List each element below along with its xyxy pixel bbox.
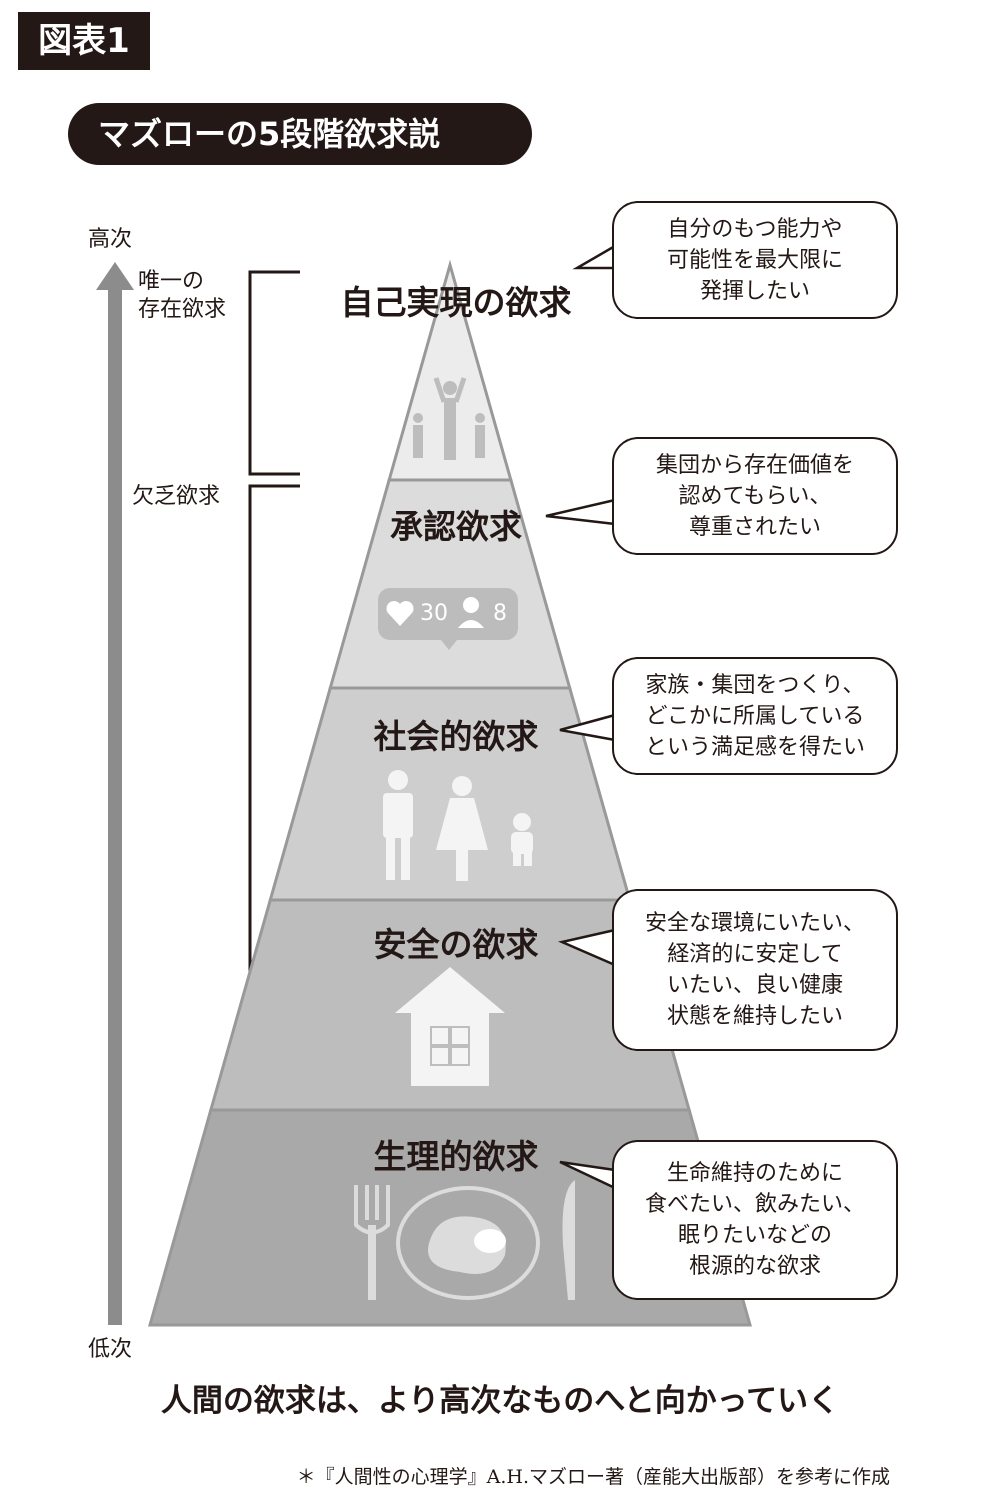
description-bubble-physiological: 生命維持のために 食べたい、飲みたい、 眠りたいなどの 根源的な欲求 xyxy=(612,1140,898,1300)
pyramid-layer-5 xyxy=(148,1108,752,1327)
level-name-physiological: 生理的欲求 xyxy=(373,1137,539,1176)
likes-count: 30 xyxy=(420,601,448,626)
level-name-self-actualization: 自己実現の欲求 xyxy=(340,283,572,322)
axis-arrow-head xyxy=(96,262,134,290)
description-bubble-safety: 安全な環境にいたい、 経済的に安定して いたい、良い健康 状態を維持したい xyxy=(612,889,898,1051)
followers-count: 8 xyxy=(493,601,507,626)
meal-icon xyxy=(354,1180,575,1300)
group-label-existence: 唯一の 存在欲求 xyxy=(138,269,227,322)
axis-label-low: 低次 xyxy=(88,1337,133,1362)
axis-label-high: 高次 xyxy=(88,227,133,252)
social-badge-icon xyxy=(378,588,518,650)
person-icon xyxy=(463,597,479,613)
description-bubble-social: 家族・集団をつくり、 どこかに所属している という満足感を得たい xyxy=(612,657,898,775)
conclusion-text: 人間の欲求は、より高次なものへと向かっていく xyxy=(160,1383,840,1419)
axis-arrow-shaft xyxy=(108,285,122,1325)
source-note: ＊『人間性の心理学』A.H.マズロー著（産能大出版部）を参考に作成 xyxy=(296,1466,890,1488)
diagram-title: マズローの5段階欲求説 xyxy=(68,103,532,165)
heart-icon xyxy=(386,601,414,626)
description-bubble-esteem: 集団から存在価値を 認めてもらい、 尊重されたい xyxy=(612,437,898,555)
figure-label: 図表1 xyxy=(18,12,150,70)
family-icon xyxy=(383,770,533,881)
description-bubble-self-actualization: 自分のもつ能力や 可能性を最大限に 発揮したい xyxy=(612,201,898,319)
level-name-social: 社会的欲求 xyxy=(373,717,539,756)
level-name-esteem: 承認欲求 xyxy=(390,507,522,546)
group-label-deficiency: 欠乏欲求 xyxy=(132,484,221,509)
house-icon xyxy=(395,967,505,1086)
level-name-safety: 安全の欲求 xyxy=(373,925,539,964)
bracket-existence xyxy=(248,270,300,476)
people-cheering-icon xyxy=(413,377,485,460)
knife-icon xyxy=(562,1180,575,1300)
